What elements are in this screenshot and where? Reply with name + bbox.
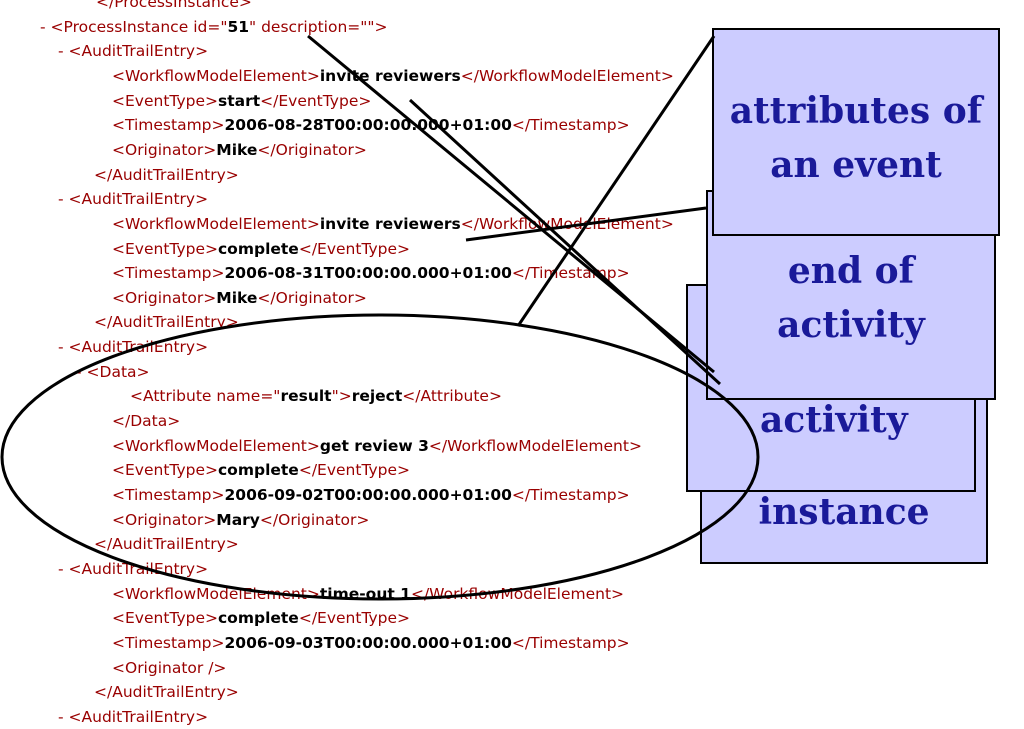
collapse-toggle[interactable]: - (58, 42, 69, 61)
collapse-toggle[interactable]: - (40, 17, 51, 36)
xml-tag: </Timestamp> (511, 633, 630, 652)
xml-tag: </AuditTrailEntry> (94, 165, 239, 184)
xml-tag: </EventType> (298, 609, 411, 628)
xml-value: complete (217, 609, 299, 628)
xml-tag: <Originator> (112, 140, 217, 159)
xml-tag: <Timestamp> (112, 264, 225, 283)
xml-line: <Timestamp>2006-09-03T00:00:00.000+01:00… (112, 631, 630, 655)
xml-tag: <EventType> (112, 239, 218, 258)
xml-line: </ProcessInstance> (96, 0, 252, 14)
xml-tag: <AuditTrailEntry> (68, 42, 209, 61)
xml-tag: <WorkflowModelElement> (112, 66, 320, 85)
collapse-toggle[interactable]: - (58, 190, 69, 209)
xml-value: complete (217, 239, 299, 258)
xml-value: start (217, 91, 261, 110)
xml-value: Mike (216, 140, 258, 159)
xml-tag: <Timestamp> (112, 633, 225, 652)
xml-line: <EventType>complete</EventType> (112, 606, 410, 630)
xml-tag: <Timestamp> (112, 116, 225, 135)
xml-tag: id=" (193, 17, 228, 36)
callout-end-of-activity-label: end of activity (777, 250, 925, 346)
xml-line: - <AuditTrailEntry> (58, 187, 208, 211)
xml-tag: </AuditTrailEntry> (94, 683, 239, 702)
xml-line: - <ProcessInstance id="51" description="… (40, 15, 388, 39)
xml-line: </AuditTrailEntry> (94, 163, 239, 187)
xml-tag: <AuditTrailEntry> (68, 707, 209, 726)
xml-line: <Originator /> (112, 656, 226, 680)
xml-tag: <Originator> (112, 288, 217, 307)
xml-tag: <ProcessInstance (50, 17, 194, 36)
xml-line: </AuditTrailEntry> (94, 680, 239, 704)
callout-activity-label: activity (760, 399, 908, 441)
xml-tag: <WorkflowModelElement> (112, 214, 320, 233)
collapse-toggle[interactable]: - (58, 707, 69, 726)
xml-value: 51 (227, 17, 250, 36)
xml-line: - <AuditTrailEntry> (58, 39, 208, 63)
callout-attributes-label: attributes of an event (729, 90, 983, 186)
xml-value: Mike (216, 288, 258, 307)
xml-tag: </ProcessInstance> (96, 0, 252, 11)
xml-tag: " description=""> (249, 17, 388, 36)
xml-value: 2006-09-03T00:00:00.000+01:00 (224, 633, 512, 652)
callout-attributes-of-event: attributes of an event (712, 28, 1000, 236)
xml-line: - <AuditTrailEntry> (58, 705, 208, 729)
xml-tag: <EventType> (112, 91, 218, 110)
xml-tag: <EventType> (112, 609, 218, 628)
xml-tag: <Originator /> (112, 658, 227, 677)
callout-process-instance-label: instance (758, 491, 930, 533)
xml-tag: <AuditTrailEntry> (68, 190, 209, 209)
